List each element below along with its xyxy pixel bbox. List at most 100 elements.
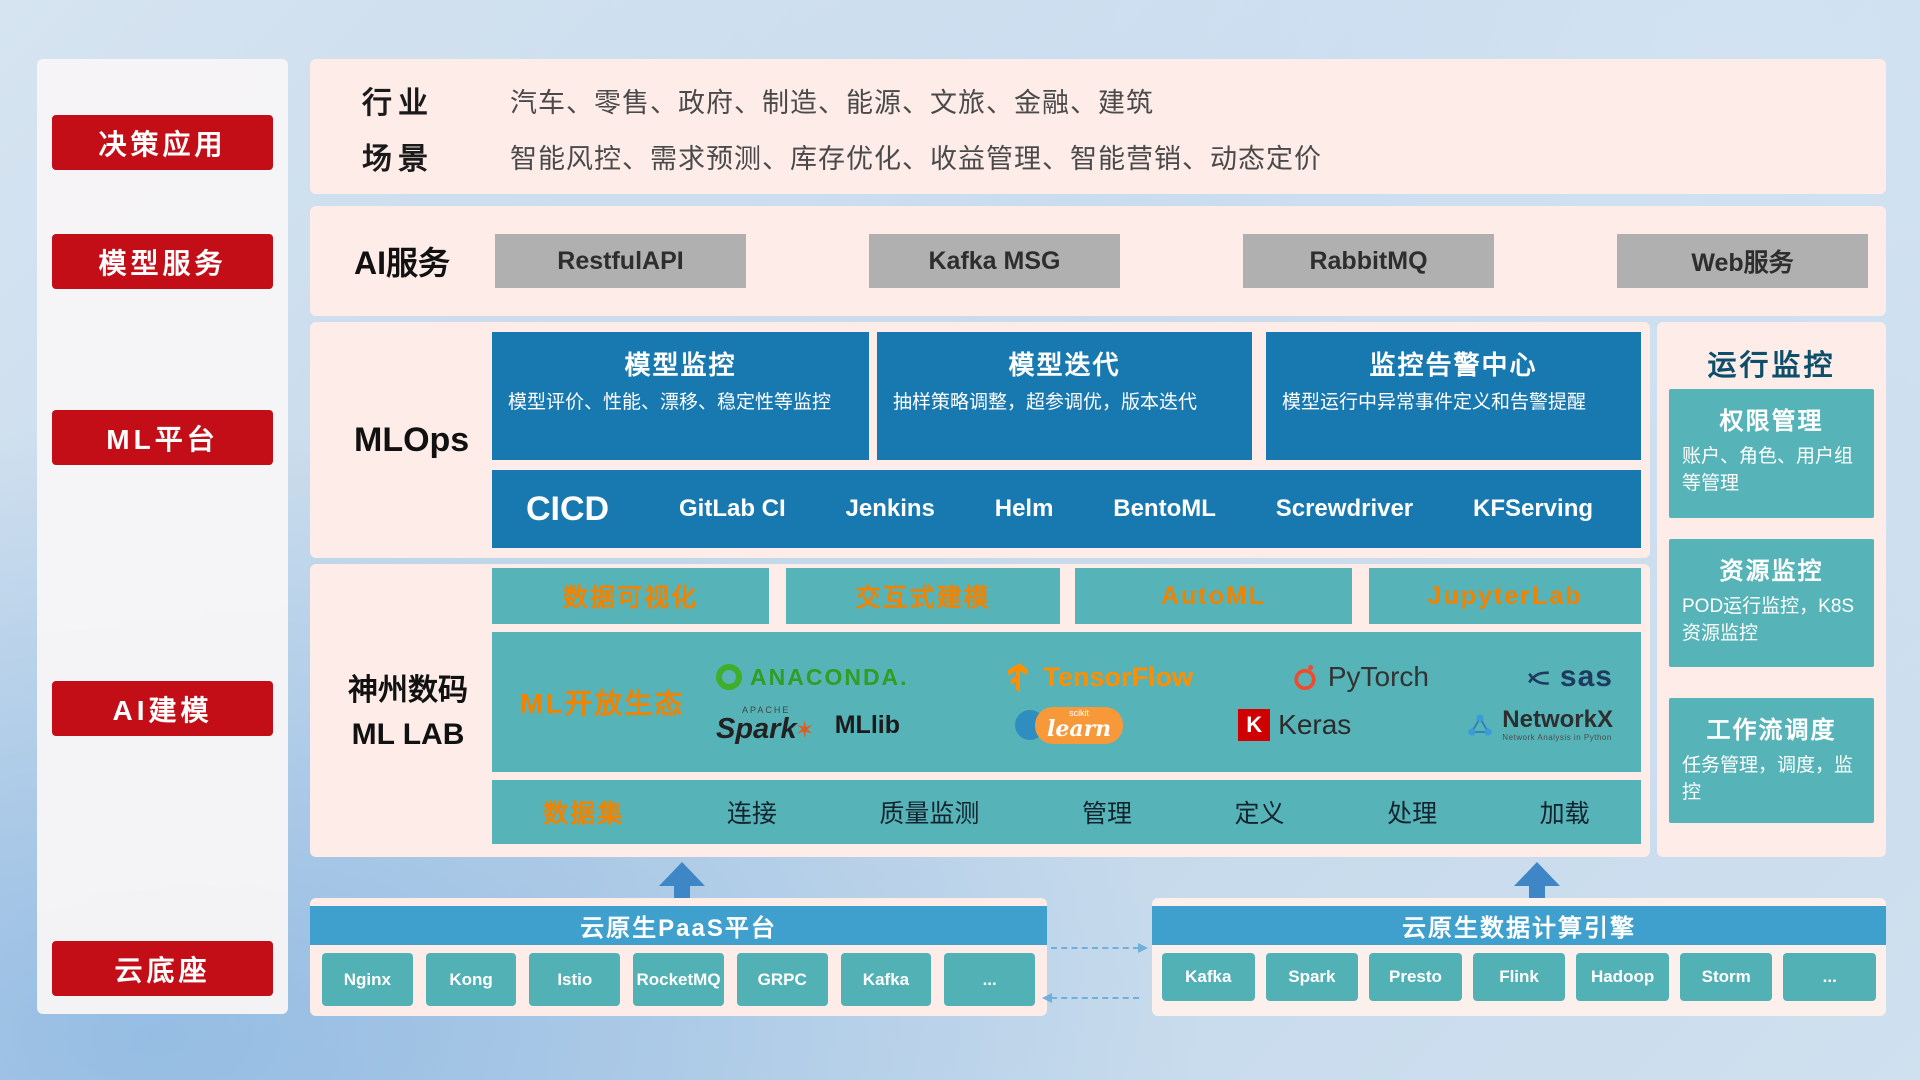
tool-interactive-modeling: 交互式建模 — [786, 568, 1060, 624]
cicd-items: GitLab CI Jenkins Helm BentoML Screwdriv… — [649, 495, 1623, 523]
industry-label: 行业 — [362, 87, 434, 120]
engine-kafka: Kafka — [1162, 953, 1255, 1001]
sidebar-item-decision-apps: 决策应用 — [52, 115, 273, 170]
sidebar-item-cloud-base: 云底座 — [52, 941, 273, 996]
engine-items-row: Kafka Spark Presto Flink Hadoop Storm ..… — [1152, 953, 1886, 1001]
sas-logo-icon — [1528, 671, 1549, 685]
logo-row-2: APACHE Spark✶ MLlib scikit learn — [716, 706, 1613, 744]
keras-logo-icon: K — [1238, 709, 1271, 741]
monitor-card-workflow: 工作流调度 任务管理，调度，监控 — [1669, 698, 1874, 823]
networkx-logo: NetworkX Network Analysis in Python — [1466, 707, 1613, 742]
dataset-connect: 连接 — [726, 800, 777, 828]
dashed-arrow-left-icon — [1042, 993, 1139, 1003]
networkx-subtitle: Network Analysis in Python — [1502, 732, 1612, 742]
ml-ecosystem-box: ML开放生态 ANACONDA. TensorFlow PyTorch — [492, 632, 1641, 772]
dataset-load: 加载 — [1539, 800, 1590, 828]
spark-logo-text: Spark — [716, 713, 797, 745]
dataset-define: 定义 — [1234, 800, 1285, 828]
engine-more: ... — [1783, 953, 1877, 1001]
dataset-process: 处理 — [1387, 800, 1438, 828]
cicd-kfserving: KFServing — [1472, 495, 1594, 522]
cicd-bentoml: BentoML — [1113, 495, 1216, 522]
card-title: 权限管理 — [1719, 408, 1824, 435]
ai-service-label: AI服务 — [354, 245, 451, 281]
mllab-label-line2: ML LAB — [351, 717, 465, 751]
paas-nginx: Nginx — [322, 953, 413, 1006]
card-title: 资源监控 — [1719, 558, 1824, 585]
card-title: 模型监控 — [624, 350, 737, 380]
industry-band: 行业 汽车、零售、政府、制造、能源、文旅、金融、建筑 场景 智能风控、需求预测、… — [310, 59, 1886, 194]
tensorflow-logo-icon — [1008, 663, 1029, 692]
mlops-card-model-monitoring: 模型监控 模型评价、性能、漂移、稳定性等监控 — [492, 332, 869, 460]
industry-list: 汽车、零售、政府、制造、能源、文旅、金融、建筑 — [510, 87, 1154, 118]
scikit-learn-blob: scikit learn — [1034, 706, 1124, 744]
dashed-arrow-right-icon — [1051, 943, 1148, 953]
spark-star-icon: ✶ — [794, 717, 815, 744]
sidebar-item-ml-platform: ML平台 — [52, 410, 273, 465]
paas-grpc: GRPC — [736, 953, 828, 1006]
mlops-card-model-iteration: 模型迭代 抽样策略调整，超参调优，版本迭代 — [877, 332, 1252, 460]
tool-automl: AutoML — [1075, 568, 1352, 624]
keras-logo: K Keras — [1238, 709, 1351, 741]
dataset-quality: 质量监测 — [879, 800, 980, 828]
mlops-card-alert-center: 监控告警中心 模型运行中异常事件定义和告警提醒 — [1266, 332, 1641, 460]
card-desc: 抽样策略调整，超参调优，版本迭代 — [893, 392, 1198, 413]
card-title: 模型迭代 — [1008, 350, 1121, 380]
service-rabbitmq: RabbitMQ — [1243, 234, 1494, 288]
scikit-learn-logo: scikit learn — [1014, 706, 1124, 744]
ml-ecosystem-logos: ANACONDA. TensorFlow PyTorch sas — [716, 660, 1641, 744]
logo-row-1: ANACONDA. TensorFlow PyTorch sas — [716, 660, 1613, 694]
card-desc: 模型评价、性能、漂移、稳定性等监控 — [508, 392, 832, 413]
sas-logo-text: sas — [1559, 660, 1613, 693]
scikit-small-text: scikit — [1069, 707, 1090, 718]
sas-logo: sas — [1526, 660, 1613, 694]
mllab-band: 神州数码 ML LAB 数据可视化 交互式建模 AutoML JupyterLa… — [310, 564, 1650, 857]
spark-logo: APACHE Spark✶ — [716, 706, 815, 744]
card-desc: 任务管理，调度，监控 — [1682, 755, 1854, 803]
pytorch-logo: PyTorch — [1290, 661, 1429, 693]
cicd-bar: CICD GitLab CI Jenkins Helm BentoML Scre… — [492, 470, 1641, 548]
paas-platform-group: 云原生PaaS平台 Nginx Kong Istio RocketMQ GRPC… — [310, 898, 1047, 1016]
monitor-card-resources: 资源监控 POD运行监控，K8S资源监控 — [1669, 539, 1874, 667]
spark-mllib-logo: APACHE Spark✶ MLlib — [716, 706, 900, 744]
paas-more: ... — [944, 953, 1036, 1006]
tool-data-visualization: 数据可视化 — [492, 568, 769, 624]
pytorch-logo-text: PyTorch — [1327, 661, 1430, 692]
networkx-logo-icon — [1468, 714, 1492, 736]
paas-kafka: Kafka — [840, 953, 932, 1006]
pytorch-logo-icon — [1294, 665, 1316, 691]
scenario-list: 智能风控、需求预测、库存优化、收益管理、智能营销、动态定价 — [510, 143, 1322, 174]
scenario-row: 场景 智能风控、需求预测、库存优化、收益管理、智能营销、动态定价 — [362, 131, 1856, 181]
card-title: 工作流调度 — [1706, 717, 1837, 744]
apache-label: APACHE — [742, 705, 791, 715]
industry-row: 行业 汽车、零售、政府、制造、能源、文旅、金融、建筑 — [362, 75, 1856, 125]
networkx-text-wrap: NetworkX Network Analysis in Python — [1502, 707, 1613, 742]
anaconda-logo-text: ANACONDA. — [750, 663, 909, 690]
engine-presto: Presto — [1369, 953, 1462, 1001]
sidebar: 决策应用 模型服务 ML平台 AI建模 云底座 — [37, 59, 288, 1014]
ml-ecosystem-label: ML开放生态 — [520, 688, 685, 719]
data-engine-group: 云原生数据计算引擎 Kafka Spark Presto Flink Hadoo… — [1152, 898, 1886, 1016]
tool-jupyterlab: JupyterLab — [1369, 568, 1641, 624]
anaconda-logo-icon — [716, 664, 742, 690]
paas-rocketmq: RocketMQ — [633, 953, 724, 1006]
keras-logo-text: Keras — [1278, 709, 1352, 740]
paas-platform-bar: 云原生PaaS平台 — [310, 906, 1047, 945]
cicd-jenkins: Jenkins — [845, 495, 935, 522]
card-title: 监控告警中心 — [1369, 350, 1538, 380]
sidebar-item-model-service: 模型服务 — [52, 234, 273, 289]
card-desc: 模型运行中异常事件定义和告警提醒 — [1282, 392, 1587, 413]
service-kafka-msg: Kafka MSG — [869, 234, 1120, 288]
cicd-gitlab-ci: GitLab CI — [679, 495, 786, 522]
mllib-logo-text: MLlib — [834, 710, 900, 739]
tensorflow-logo: TensorFlow — [1005, 662, 1193, 693]
card-desc: POD运行监控，K8S资源监控 — [1682, 596, 1855, 644]
runtime-monitor-title: 运行监控 — [1707, 350, 1836, 382]
sidebar-item-ai-modeling: AI建模 — [52, 681, 273, 736]
engine-spark: Spark — [1265, 953, 1359, 1001]
scikit-learn-text: learn — [1046, 715, 1112, 742]
tensorflow-logo-text: TensorFlow — [1043, 661, 1193, 692]
engine-hadoop: Hadoop — [1576, 953, 1669, 1001]
paas-istio: Istio — [529, 953, 621, 1006]
